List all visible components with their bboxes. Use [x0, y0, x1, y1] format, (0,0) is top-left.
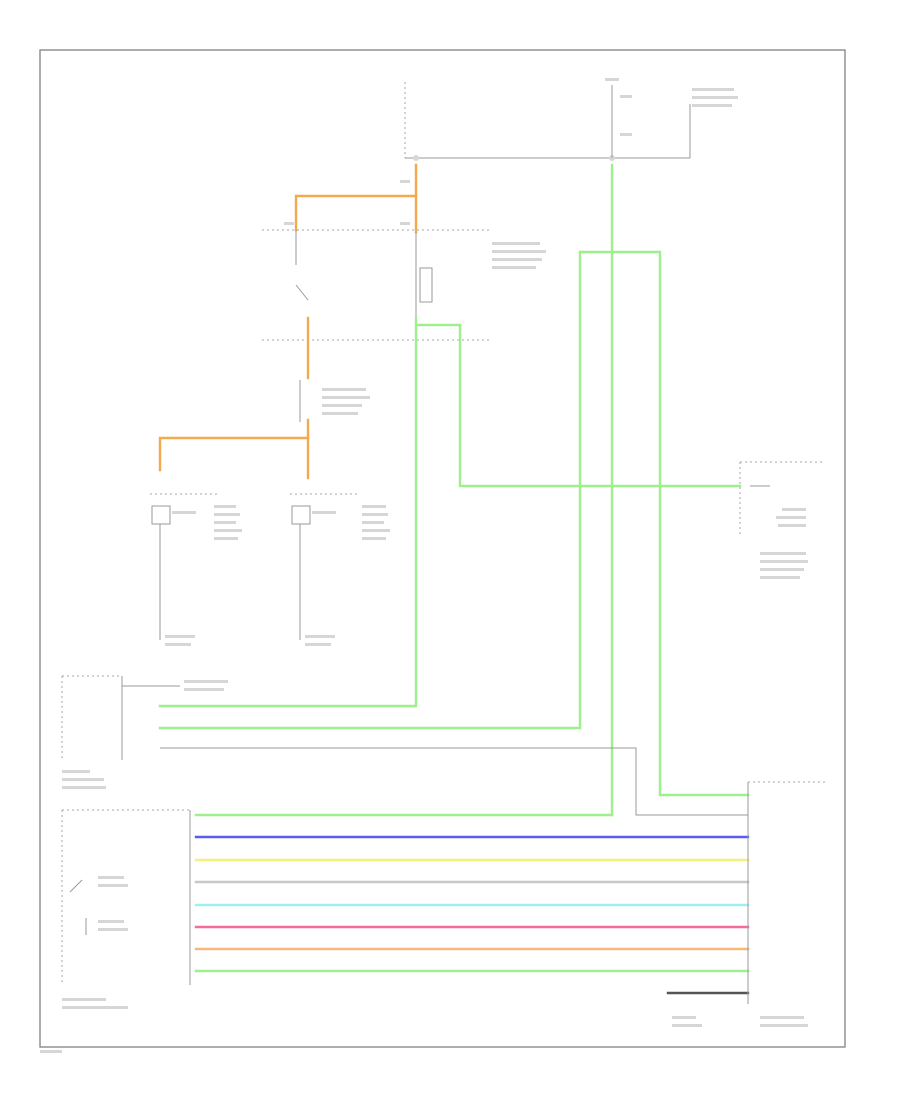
diagram-border	[39, 49, 846, 1048]
left-mirror-actuator	[150, 493, 242, 646]
seat-switch-box	[61, 809, 191, 1009]
seat-control-unit	[672, 781, 825, 1027]
keyless-receiver	[739, 461, 825, 579]
right-mirror-actuator	[290, 493, 390, 646]
corner-code	[40, 1050, 62, 1053]
power-feed	[404, 78, 738, 161]
memory-switch-box	[61, 675, 228, 789]
seat-bus-wires	[194, 813, 750, 995]
green-circuit	[158, 163, 750, 817]
mirror-select-wires	[158, 316, 370, 480]
mirror-feed-wires	[262, 163, 546, 318]
